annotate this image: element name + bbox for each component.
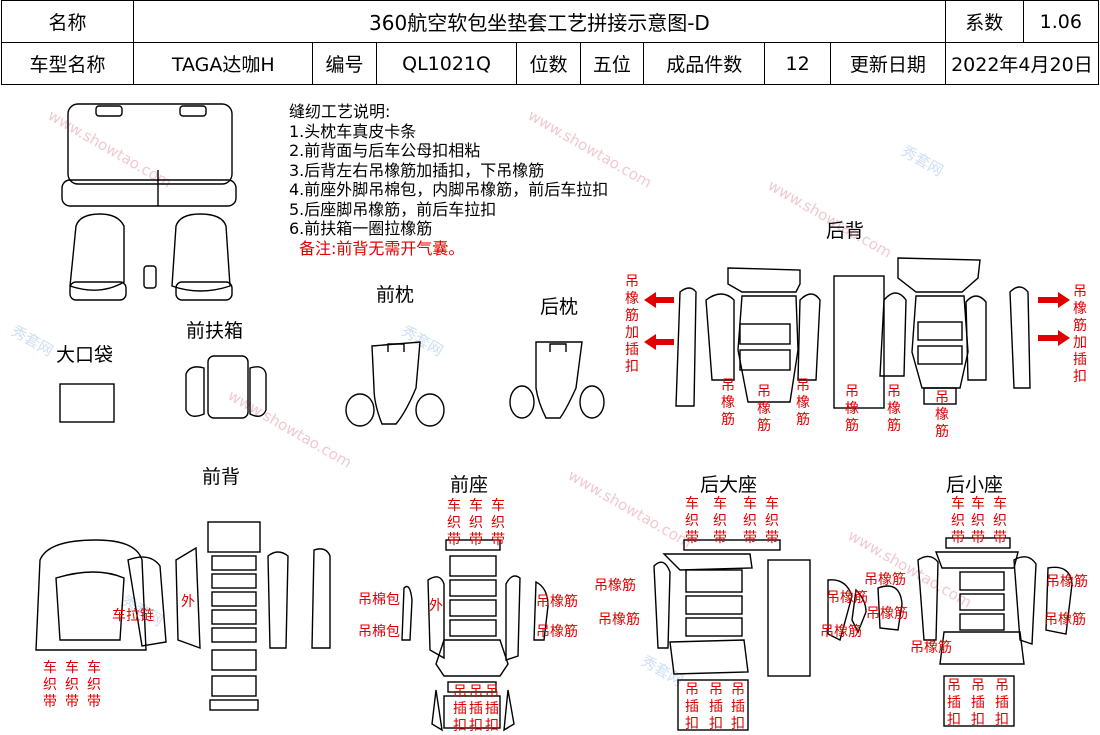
mark-hang-insert: 吊插扣 [709,682,723,732]
label-rear-pillow: 后枕 [540,296,579,318]
mark-sew-strap: 车织带 [993,496,1007,546]
mark-hang-insert: 吊插扣 [453,684,467,734]
mark-outer: 外 [429,598,443,614]
front-back-pieces [35,521,331,711]
coef-value: 1.06 [1022,0,1100,43]
label-rear-big-seat: 后大座 [700,474,758,496]
rear-small-seat-pieces [917,537,1073,727]
mark-hang-rubber: 吊橡筋 [757,384,771,434]
mark-hang-rubber: 吊橡筋 [826,590,868,606]
mark-hang-insert: 吊插扣 [731,682,745,732]
mark-sew-strap: 车织带 [971,496,985,546]
mark-hang-rubber: 吊橡筋 [1046,574,1088,590]
label-front-seat: 前座 [450,474,489,496]
label-front-armrest: 前扶箱 [186,320,244,342]
big-pocket-piece [59,383,115,423]
front-seat-pieces [401,539,549,732]
mark-hang-rubber: 吊橡筋 [866,606,908,622]
label-front-pillow: 前枕 [376,284,415,306]
sheet-title: 360航空软包坐垫套工艺拼接示意图-D [133,0,946,43]
model-label: 车型名称 [0,42,135,85]
seat-label: 位数 [516,42,581,85]
mark-sew-strap: 车织带 [65,660,79,710]
mark-hang-insert: 吊插扣 [947,678,961,728]
note-item: 5.后座脚吊橡筋，前后车拉扣 [289,199,497,219]
mark-sew-strap: 车织带 [685,496,699,546]
model-value: TAGA达咖H [133,42,314,85]
rear-pillow-pieces [509,341,605,419]
pieces-label: 成品件数 [643,42,766,85]
mark-outer: 外 [181,594,195,610]
notes-remark: 备注:前背无需开气囊。 [299,238,465,258]
red-arrows [644,292,1070,350]
mark-sew-strap: 车织带 [713,496,727,546]
date-value: 2022年4月20日 [944,42,1100,85]
pieces-value: 12 [764,42,831,85]
label-front-back: 前背 [202,466,241,488]
mark-hang-rubber: 吊橡筋 [910,640,952,656]
note-item: 4.前座外脚吊棉包，内脚吊橡筋，前后车拉扣 [289,180,609,199]
code-label: 编号 [312,42,377,85]
mark-sew-strap: 车织带 [765,496,779,546]
mark-hang-rubber: 吊橡筋 [594,578,636,594]
mark-zipper: 车拉链 [112,608,154,624]
label-big-pocket: 大口袋 [56,344,114,366]
mark-sew-strap: 车织带 [43,660,57,710]
sewing-notes: 缝纫工艺说明: 1.头枕车真皮卡条 2.前背面与后车公母扣相粘 3.后背左右吊橡… [289,102,608,258]
mark-hang-insert: 吊插扣 [685,682,699,732]
note-item: 3.后背左右吊橡筋加插扣，下吊橡筋 [289,160,545,180]
mark-hang-rubber: 吊橡筋 [820,624,862,640]
mark-sew-strap: 车织带 [469,498,483,548]
mark-hang-rubber: 吊橡筋 [536,624,578,640]
mark-hang-rubber: 吊橡筋 [935,390,949,440]
rear-back-pieces [675,257,1031,409]
header-table: 名称 360航空软包坐垫套工艺拼接示意图-D 系数 1.06 车型名称 TAGA… [0,0,1100,88]
mark-sew-strap: 车织带 [951,496,965,546]
seat-overview-illustration [61,103,237,301]
mark-hang-rubber: 吊橡筋 [864,572,906,588]
rear-big-seat-pieces [653,539,903,731]
code-value: QL1021Q [375,42,518,85]
mark-hang-insert: 吊插扣 [971,678,985,728]
mark-hang-insert: 吊插扣 [469,684,483,734]
mark-sew-strap: 车织带 [447,498,461,548]
mark-hang-rubber: 吊橡筋 [796,378,810,428]
mark-hang-insert: 吊插扣 [485,684,499,734]
mark-hang-cotton: 吊棉包 [358,592,400,608]
label-rear-small-seat: 后小座 [946,474,1004,496]
mark-hang-insert: 吊插扣 [995,678,1009,728]
mark-hang-rubber: 吊橡筋 [1044,612,1086,628]
note-item: 1.头枕车真皮卡条 [289,121,417,141]
note-item: 6.前扶箱一圈拉橡筋 [289,219,433,238]
mark-hang-rubber: 吊橡筋 [536,594,578,610]
mark-hang-rubber: 吊橡筋 [845,384,859,434]
mark-sew-strap: 车织带 [491,498,505,548]
note-item: 2.前背面与后车公母扣相粘 [289,141,481,160]
mark-hang-rubber: 吊橡筋 [887,384,901,434]
seat-value: 五位 [579,42,645,85]
label-rear-back: 后背 [826,220,865,242]
name-label: 名称 [0,0,135,43]
mark-hang-rubber: 吊橡筋 [721,378,735,428]
mark-sew-strap: 车织带 [87,660,101,710]
date-label: 更新日期 [829,42,946,85]
mark-hang-rubber-insert: 吊橡筋加插扣 [1073,284,1087,385]
mark-hang-cotton: 吊棉包 [358,624,400,640]
mark-hang-rubber: 吊橡筋 [598,612,640,628]
notes-title: 缝纫工艺说明: [289,102,391,121]
front-armrest-pieces [185,355,267,419]
front-pillow-pieces [345,341,445,427]
mark-sew-strap: 车织带 [743,496,757,546]
mark-hang-rubber-insert: 吊橡筋加插扣 [625,274,639,375]
